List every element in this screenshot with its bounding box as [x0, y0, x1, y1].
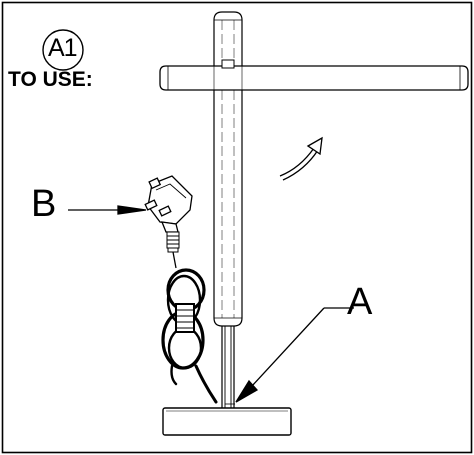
step-badge-circle — [42, 29, 84, 71]
leader-line-b — [68, 205, 147, 215]
rotate-arrow-icon — [279, 136, 323, 181]
callout-label-a: A — [347, 281, 373, 323]
coiled-cable — [161, 268, 218, 404]
instruction-heading: TO USE: — [8, 68, 93, 91]
callout-label-b: B — [31, 183, 57, 225]
lamp-arm — [159, 59, 469, 91]
step-badge-label: A1 — [48, 34, 78, 62]
plug-icon — [144, 175, 193, 269]
lamp-base — [162, 403, 292, 436]
leader-line-a — [235, 307, 354, 403]
